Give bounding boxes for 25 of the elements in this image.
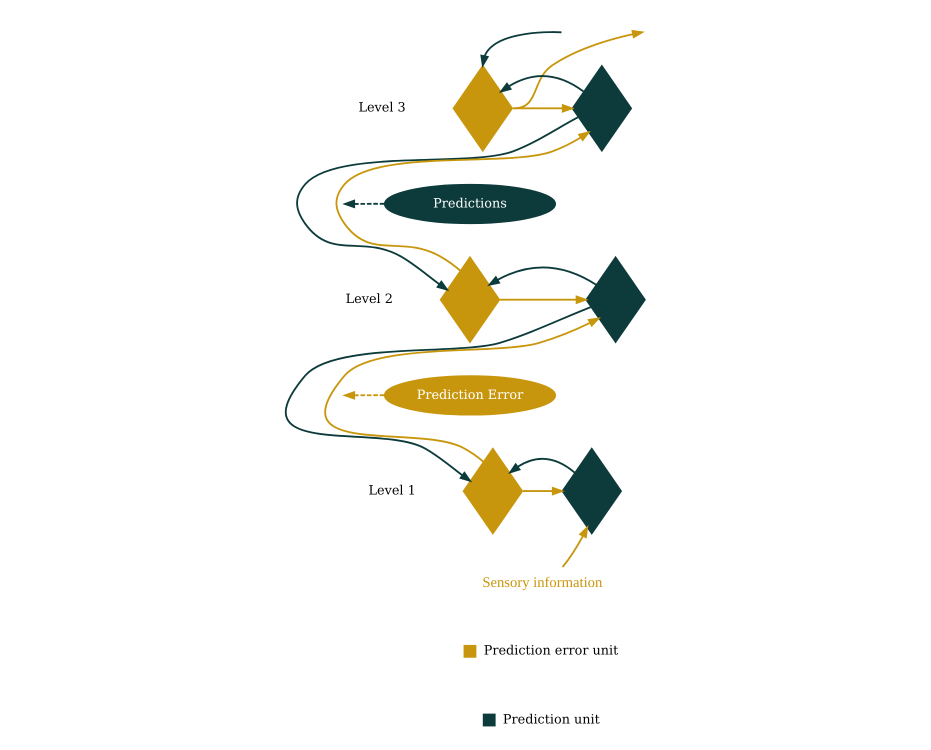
arrow bbox=[514, 30, 645, 110]
arrow bbox=[296, 116, 578, 292]
arrow bbox=[487, 266, 597, 286]
arrow bbox=[562, 525, 588, 568]
arrow bbox=[508, 458, 576, 474]
node-text: Sensory information bbox=[482, 575, 602, 592]
arrow bbox=[285, 306, 591, 482]
arrow bbox=[523, 486, 565, 496]
node-diamond bbox=[572, 64, 632, 152]
arrow bbox=[342, 199, 384, 208]
arrow bbox=[342, 390, 384, 400]
node-label: Level 1 bbox=[368, 483, 416, 498]
node-ellipse: Prediction Error bbox=[384, 375, 556, 416]
node-label: Level 2 bbox=[346, 292, 393, 308]
arrow bbox=[480, 31, 562, 68]
legend-label: Prediction error unit bbox=[484, 644, 618, 659]
arrow bbox=[324, 317, 601, 462]
arrow bbox=[500, 295, 588, 304]
arrow bbox=[498, 75, 584, 94]
legend-label: Prediction unit bbox=[502, 712, 600, 728]
node-ellipse: Predictions bbox=[384, 184, 556, 224]
node-diamond bbox=[561, 447, 622, 535]
arrow bbox=[336, 130, 591, 272]
arrow bbox=[512, 104, 575, 113]
node-label: Level 3 bbox=[358, 100, 406, 116]
